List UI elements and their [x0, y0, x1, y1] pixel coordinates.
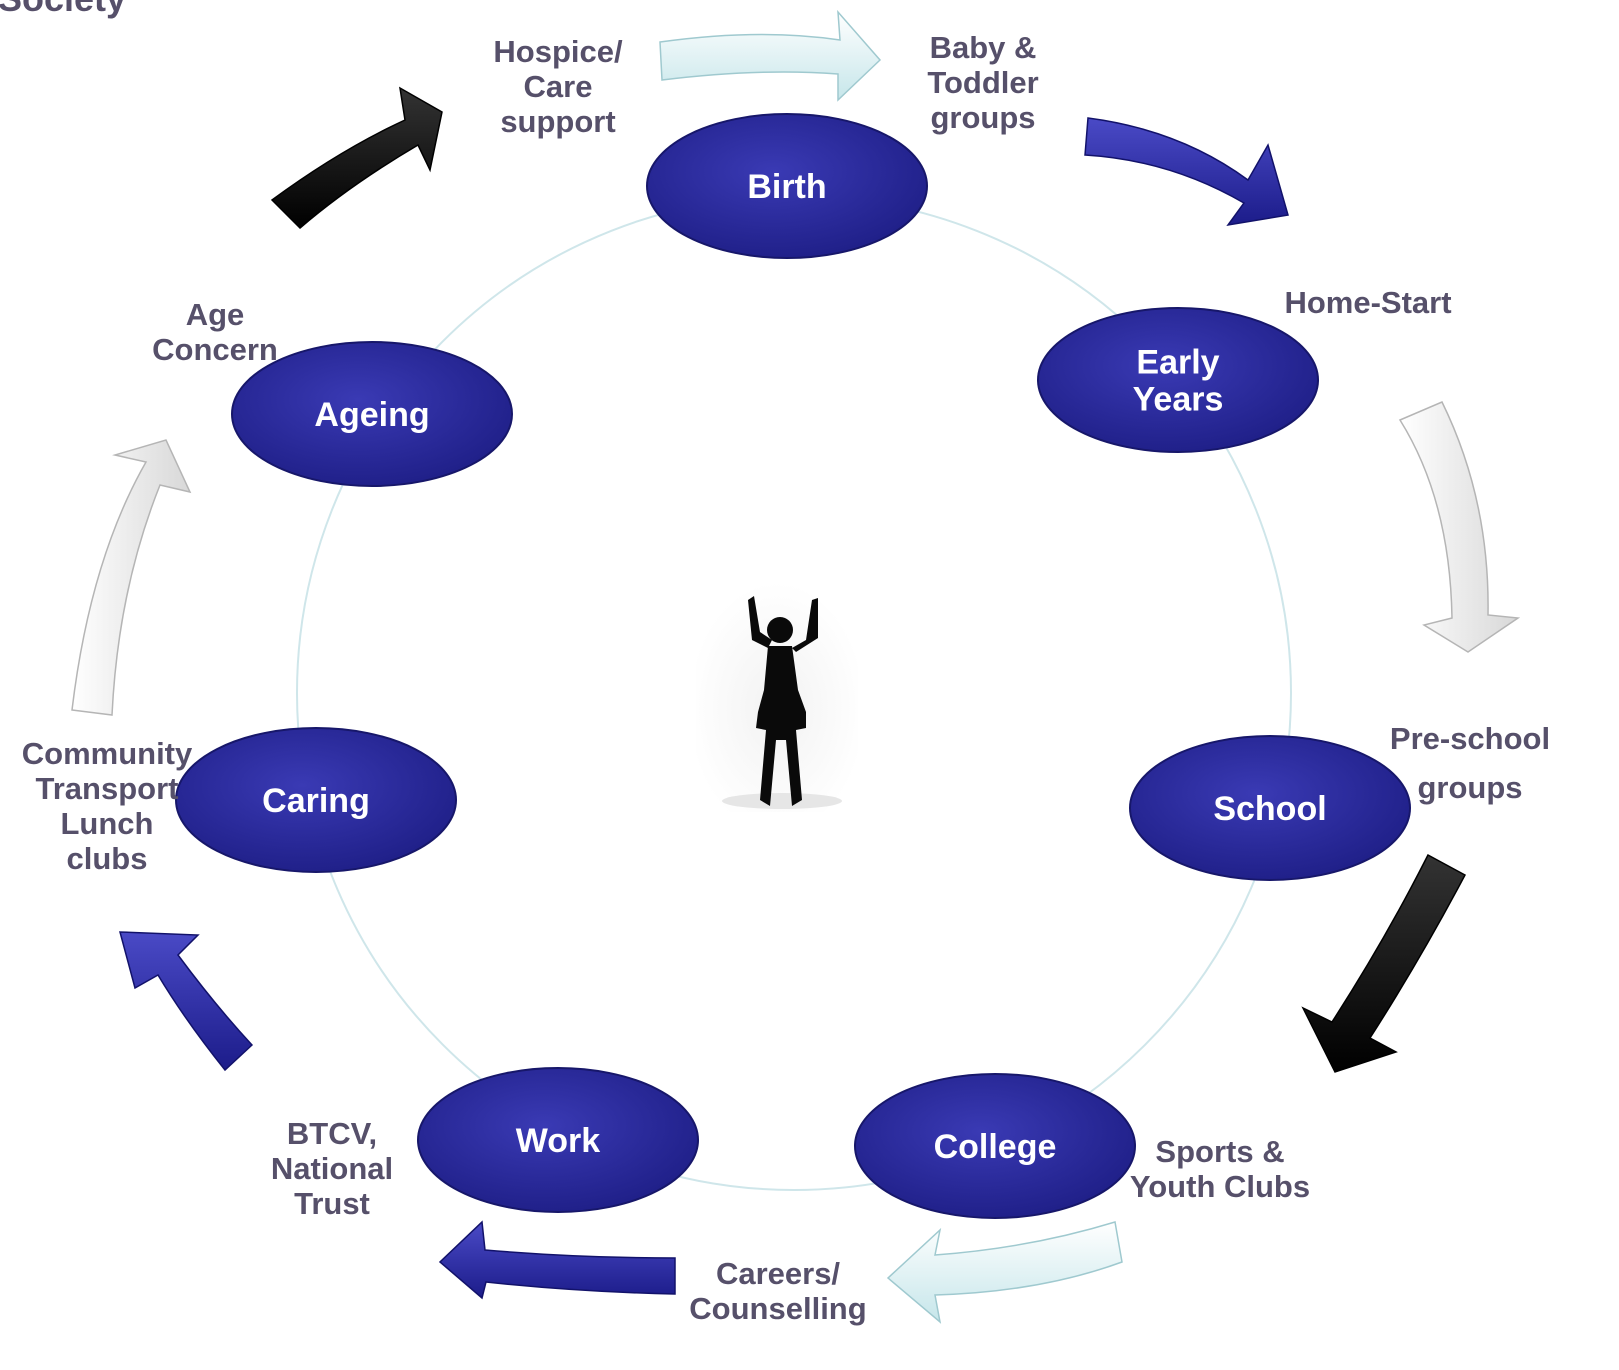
arrow-community-to-ageing — [71, 439, 192, 716]
stage-ellipse — [854, 1073, 1136, 1219]
stage-label: Birth — [747, 168, 826, 206]
stage-ellipse — [417, 1067, 699, 1213]
label-home-start: Home-Start — [1284, 285, 1452, 320]
arrow-hospice-to-baby — [659, 9, 882, 102]
stage-label: Caring — [262, 782, 370, 820]
stage-label: College — [934, 1128, 1057, 1166]
page-title: l Society — [0, 0, 126, 20]
label-sports-youth: Sports &Youth Clubs — [1129, 1134, 1311, 1204]
stage-node-ageing: Ageing — [231, 341, 513, 487]
stage-node-work: Work — [417, 1067, 699, 1213]
arrow-baby-to-early-years — [1084, 117, 1289, 227]
arrow-ageing-to-hospice — [270, 86, 443, 230]
stage-ellipse — [231, 341, 513, 487]
stage-label: Early — [1136, 344, 1219, 382]
arrow-early-years-to-school — [1398, 401, 1521, 653]
stage-label: Years — [1133, 381, 1224, 419]
stage-label: Ageing — [314, 396, 429, 434]
stage-node-school: School — [1129, 735, 1411, 881]
arrow-careers-to-work — [438, 1220, 676, 1300]
stage-ellipse — [646, 113, 928, 259]
arrow-college-to-careers — [886, 1221, 1123, 1324]
stage-label: School — [1213, 790, 1326, 828]
stage-node-college: College — [854, 1073, 1136, 1219]
stage-ellipse — [175, 727, 457, 873]
arrow-work-to-caring — [119, 931, 254, 1072]
stage-label: Work — [516, 1122, 600, 1160]
stage-node-caring: Caring — [175, 727, 457, 873]
person-silhouette-icon — [696, 582, 858, 812]
stage-ellipse — [1129, 735, 1411, 881]
stage-node-birth: Birth — [646, 113, 928, 259]
stage-ellipse — [1037, 307, 1319, 453]
arrow-school-to-college — [1301, 853, 1467, 1073]
label-careers: Careers/Counselling — [689, 1256, 867, 1326]
